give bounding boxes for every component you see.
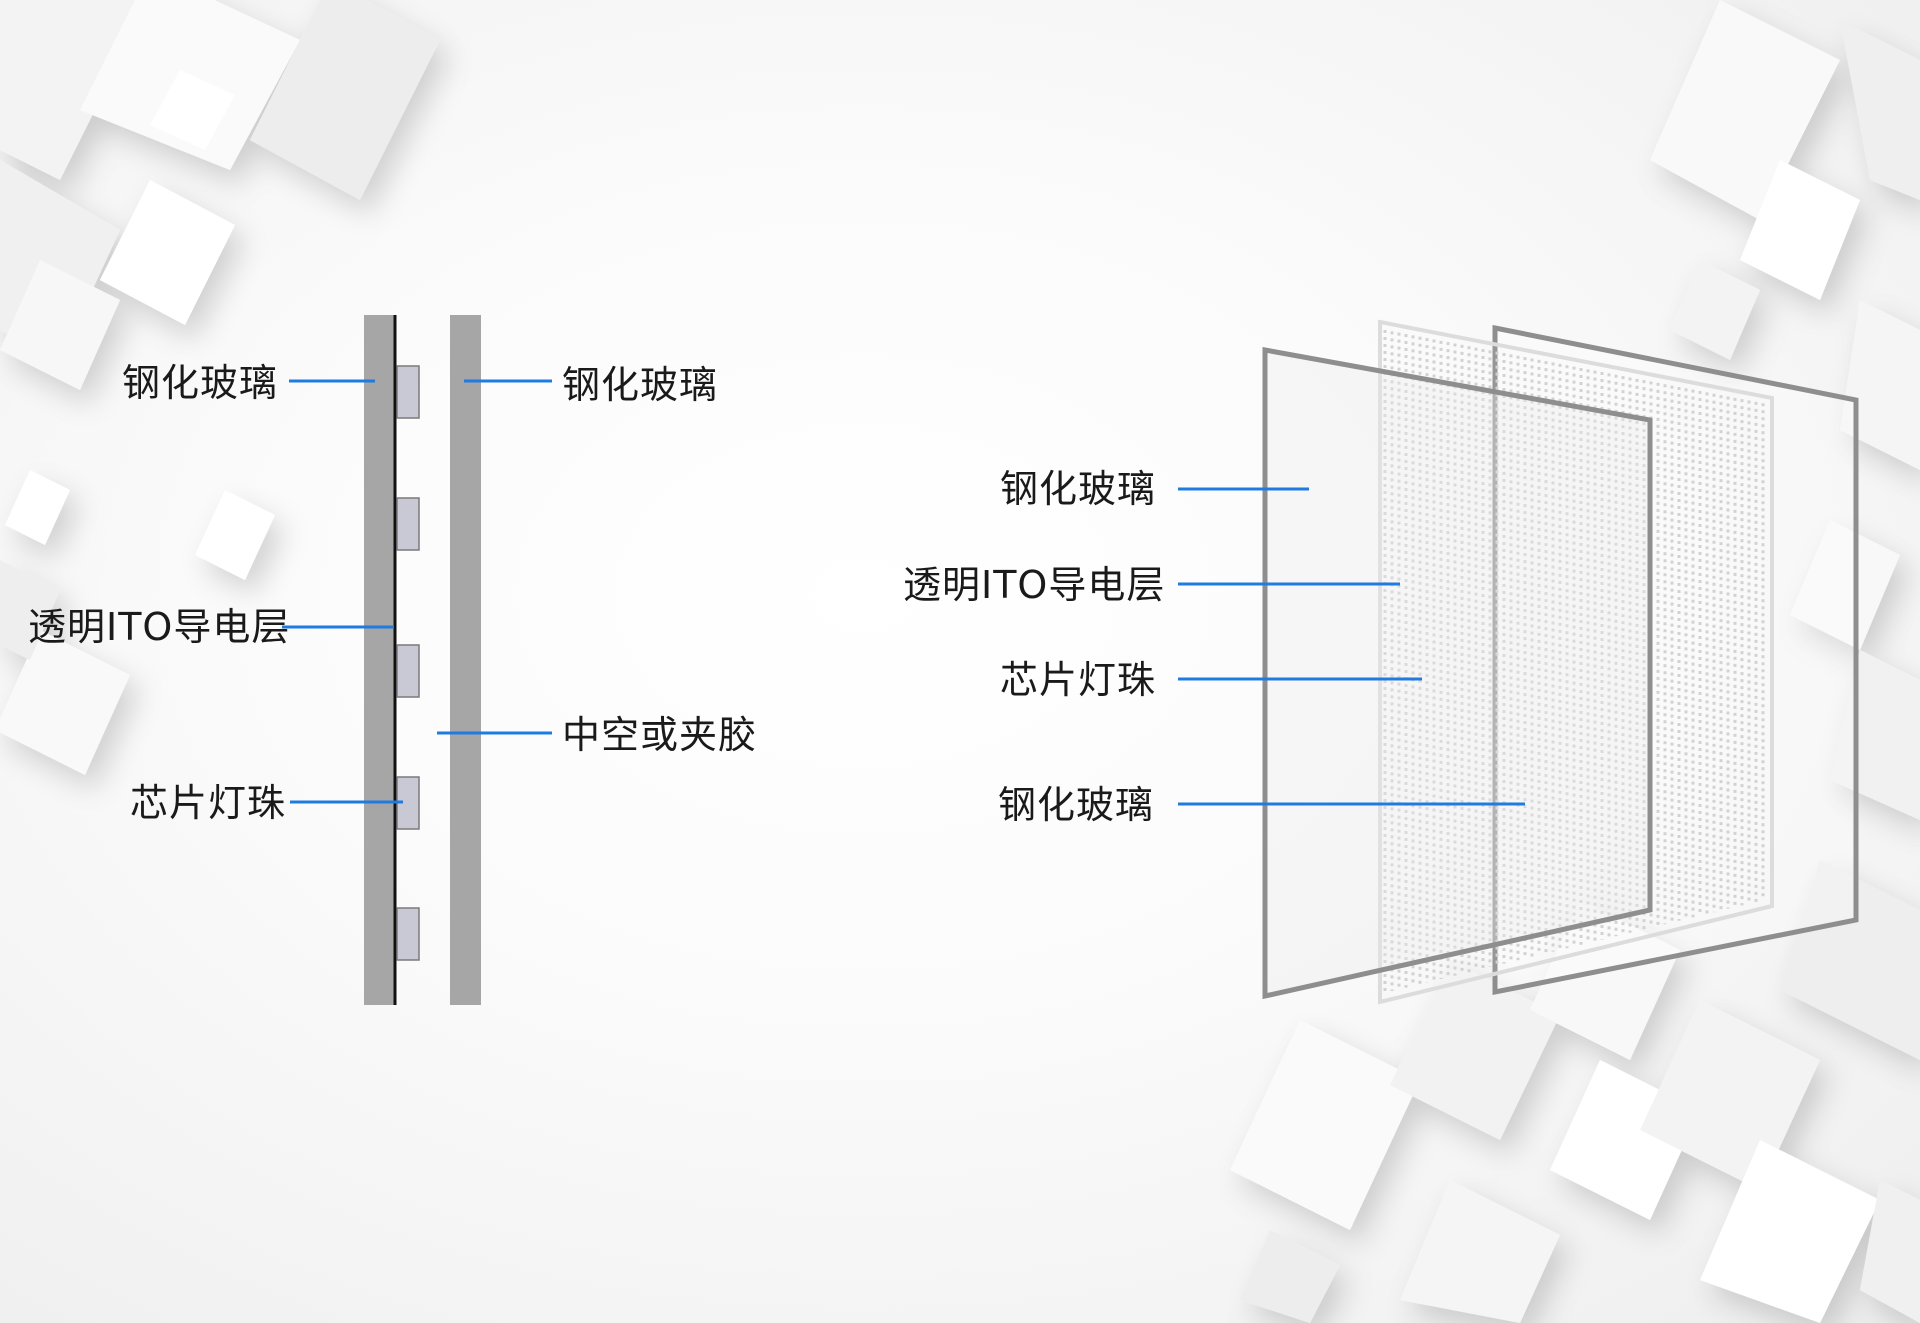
bg-tile bbox=[1740, 160, 1860, 300]
bg-tile bbox=[250, 0, 440, 200]
bg-tile bbox=[1780, 860, 1920, 1060]
label-ito-conductive: 透明ITO导电层 bbox=[903, 563, 1166, 607]
front-glass-panel bbox=[1262, 347, 1653, 1000]
bg-tile bbox=[1230, 1020, 1420, 1230]
bg-tile bbox=[5, 470, 70, 545]
bg-tile bbox=[1790, 520, 1900, 650]
exploded-view bbox=[1178, 319, 1859, 1005]
label-chips: 芯片灯珠 bbox=[130, 781, 287, 825]
led-chip bbox=[396, 497, 420, 551]
cross-section bbox=[282, 315, 552, 1005]
led-chip bbox=[396, 365, 420, 419]
label-front-glass: 钢化玻璃 bbox=[1000, 467, 1157, 511]
bg-tile bbox=[0, 630, 130, 775]
bg-tile bbox=[1650, 0, 1840, 220]
bg-tile bbox=[1840, 20, 1920, 200]
label-ito-layer: 透明ITO导电层 bbox=[28, 605, 291, 649]
bg-tile bbox=[1400, 1180, 1560, 1323]
bg-tile bbox=[1840, 300, 1920, 470]
bg-tile bbox=[1390, 960, 1560, 1140]
bg-tile bbox=[1240, 1230, 1340, 1323]
label-right-glass: 钢化玻璃 bbox=[562, 363, 719, 407]
bg-tile bbox=[0, 260, 120, 390]
bg-tile bbox=[150, 70, 235, 150]
chip-dot-layer bbox=[1383, 329, 1765, 993]
bg-tile bbox=[1670, 260, 1760, 360]
bg-tile bbox=[1830, 650, 1920, 820]
label-left-glass: 钢化玻璃 bbox=[122, 361, 279, 405]
bg-tile bbox=[100, 180, 235, 325]
bg-tile bbox=[1700, 1140, 1880, 1323]
led-chip bbox=[396, 644, 420, 698]
bg-tile bbox=[195, 490, 275, 580]
led-chip bbox=[396, 907, 420, 961]
bg-tile bbox=[1640, 1000, 1820, 1190]
bg-tile bbox=[0, 560, 60, 660]
bg-tile bbox=[1860, 1180, 1920, 1323]
label-chip-beads: 芯片灯珠 bbox=[1000, 658, 1157, 702]
left-glass-layer bbox=[364, 315, 394, 1005]
label-gap: 中空或夹胶 bbox=[562, 713, 758, 757]
back-glass-panel bbox=[1492, 324, 1859, 996]
right-glass-layer bbox=[450, 315, 481, 1005]
chip-layer-panel bbox=[1378, 319, 1774, 1005]
label-back-glass: 钢化玻璃 bbox=[998, 783, 1155, 827]
